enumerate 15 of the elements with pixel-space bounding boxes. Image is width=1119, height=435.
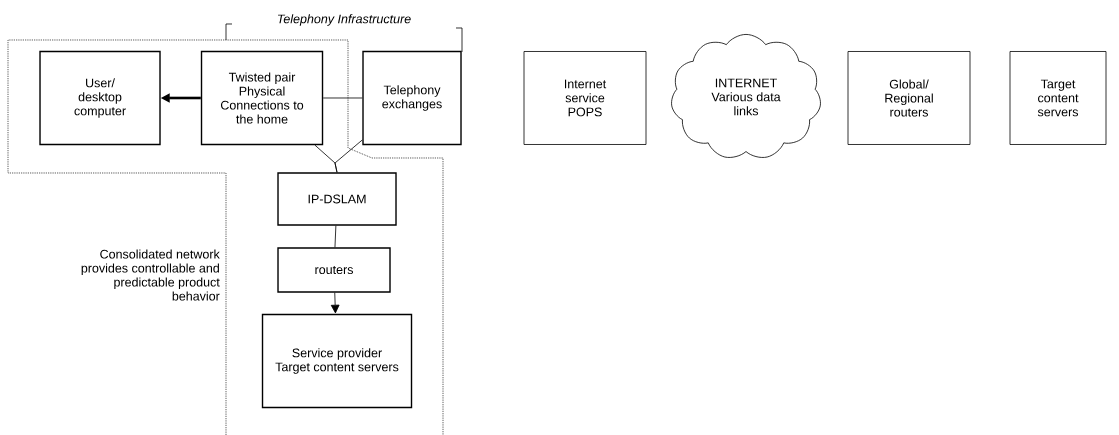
process-box: Target content servers [1009, 51, 1107, 145]
connector-line [334, 225, 337, 248]
connector-line [322, 97, 363, 99]
process-box: routers [277, 247, 391, 293]
connector-line [334, 139, 363, 173]
process-box: IP-DSLAM [277, 172, 397, 226]
process-box: Twisted pair Physical Connections to the home [200, 50, 324, 146]
process-box: Service provider Target content servers [261, 313, 413, 409]
process-box: User/ desktop computer [39, 50, 161, 146]
note-text: Consolidated network provides controllable and predictable product behavior [81, 249, 220, 301]
bracket-label: Telephony Infrastructure [277, 14, 411, 26]
arrow [330, 292, 340, 314]
process-box: Internet service POPS [523, 51, 647, 145]
process-box: Global/ Regional routers [847, 51, 971, 145]
process-box: Telephony exchanges [362, 50, 462, 146]
